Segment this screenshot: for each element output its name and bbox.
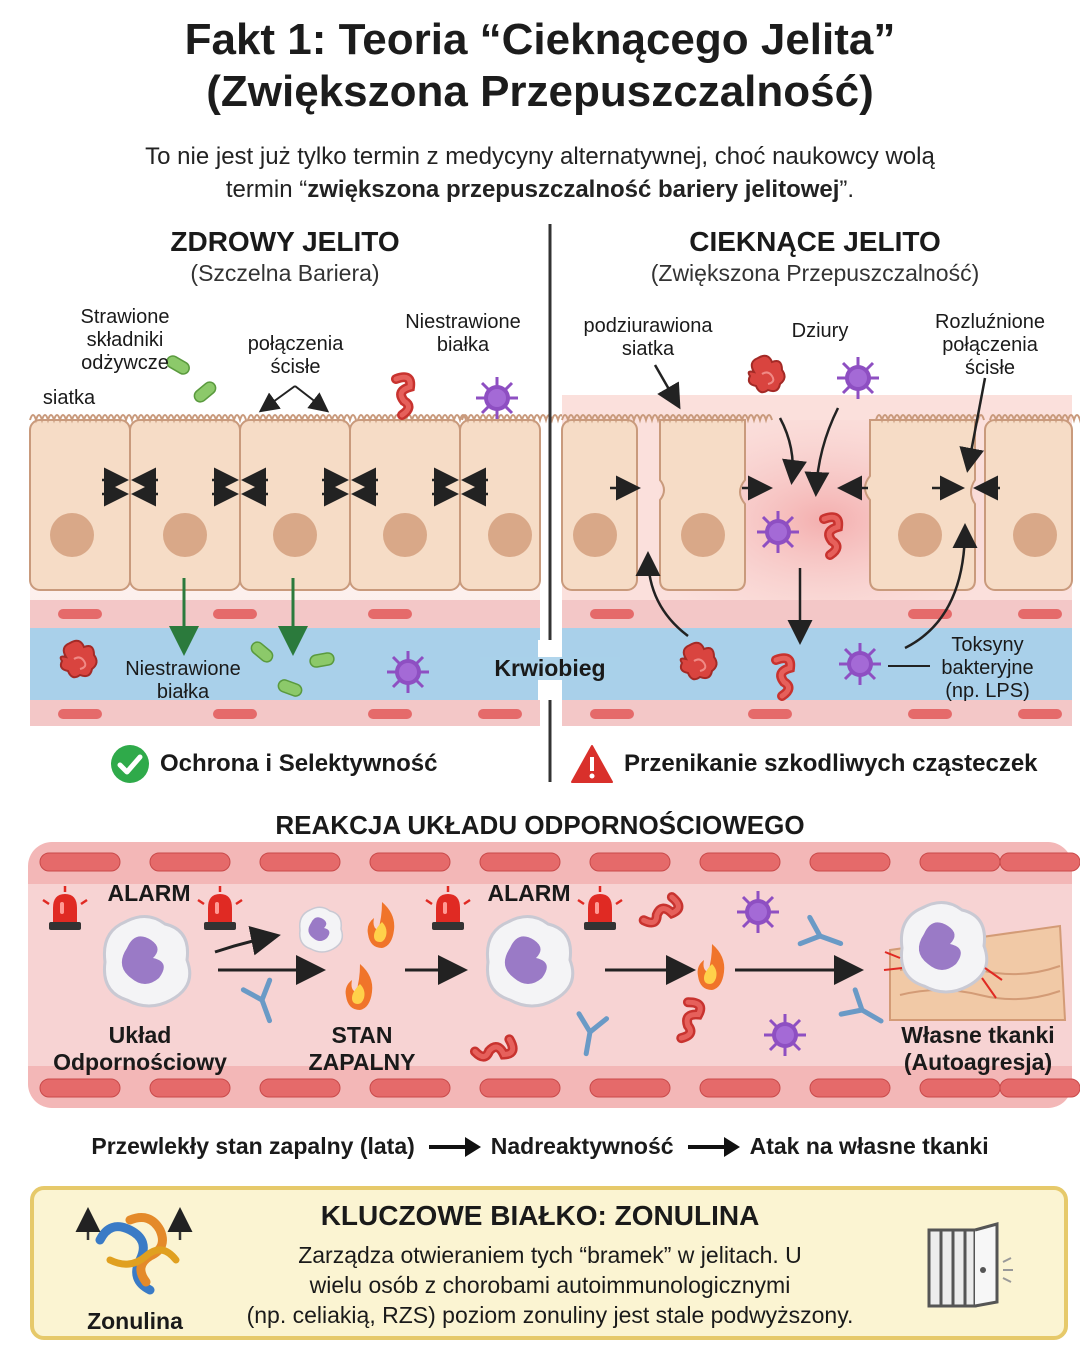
label-nutrients-l3: odżywcze [81,352,169,374]
immune-system-l1: Układ [108,1022,172,1048]
immune-diagram [28,842,1080,1108]
alarm-label-2: ALARM [487,880,571,906]
flow-step-2: Nadreaktywność [490,1133,674,1159]
leaky-panel [561,354,1080,726]
arrow-right-icon [687,1136,740,1157]
warning-icon [571,745,613,783]
healthy-status: Ochrona i Selektywność [110,744,437,784]
label-loose-l2: połączenia [942,334,1038,356]
check-icon [111,745,149,783]
intestine-diagram [29,224,1080,782]
zonulin-icon-label: Zonulina [87,1308,183,1334]
subtitle-line-1: To nie jest już tylko termin z medycyny … [145,143,935,170]
label-toxins-l1: Toksyny [951,634,1024,656]
tissue-l1: Własne tkanki [901,1022,1055,1048]
label-nutrients-l1: Strawione [80,306,170,328]
title-line-1: Fakt 1: Teoria “Cieknącego Jelita” [184,15,896,64]
leaky-subheading: (Zwiększona Przepuszczalność) [650,260,980,286]
zonulin-title: KLUCZOWE BIAŁKO: ZONULINA [320,1200,760,1231]
zonulin-text: Zarządza otwieraniem tych “bramek” w jel… [190,1240,910,1330]
label-perforated-l2: siatka [621,338,675,360]
subtitle-bold: zwiększona przepuszczalność bariery jeli… [307,176,840,203]
gate-icon [927,1222,1013,1308]
label-proteins-l2: białka [436,334,490,356]
label-blood-proteins-l1: Niestrawione [125,658,241,680]
label-loose-l3: ścisłe [964,357,1015,379]
leaky-status-text: Przenikanie szkodliwych cząsteczek [624,750,1038,777]
healthy-cells [29,414,571,591]
label-perforated-mesh: podziurawiona siatka [568,315,728,361]
label-nutrients: Strawione składniki odżywcze [60,306,190,375]
label-loose-junctions: Rozluźnione połączenia ścisłe [915,311,1065,380]
tissue-l2: (Autoagresja) [903,1049,1053,1075]
healthy-panel [29,353,571,726]
label-nutrients-l2: składniki [86,329,164,351]
leaky-heading: CIEKNĄCE JELITO [689,226,941,257]
label-toxins-l2: bakteryjne [941,657,1034,679]
label-blood-proteins: Niestrawione białka [108,658,258,704]
inflammation-label: STAN ZAPALNY [292,1022,432,1076]
subtitle-pre: termin “ [225,176,308,203]
label-proteins: Niestrawione białka [388,311,538,357]
page-title: Fakt 1: Teoria “Cieknącego Jelita” (Zwię… [0,14,1080,118]
consequence-flow: Przewlekły stan zapalny (lata) Nadreakty… [0,1133,1080,1160]
label-junctions-l1: połączenia [247,333,344,355]
subtitle-post: ”. [839,176,855,203]
label-proteins-l1: Niestrawione [405,311,521,333]
arrow-right-icon [428,1136,481,1157]
label-loose-l1: Rozluźnione [934,311,1046,333]
zonulin-text-l2: wielu osób z chorobami autoimmunologiczn… [309,1272,791,1298]
label-mesh: siatka [42,387,96,409]
label-holes: Dziury [791,320,849,342]
label-junctions: połączenia ścisłe [228,333,363,379]
inflammation-l2: ZAPALNY [308,1049,416,1075]
title-line-2: (Zwiększona Przepuszczalność) [206,67,874,116]
immune-system-l2: Odpornościowy [53,1049,227,1075]
healthy-subheading: (Szczelna Bariera) [190,260,380,286]
flow-step-3: Atak na własne tkanki [749,1133,989,1159]
zonulin-text-l1: Zarządza otwieraniem tych “bramek” w jel… [298,1242,802,1268]
inflammation-l1: STAN [331,1022,393,1048]
label-bloodstream: Krwiobieg [480,657,620,680]
zonulin-text-l3: (np. celiakią, RZS) poziom zonuliny jest… [246,1302,854,1328]
immune-title: REAKCJA UKŁADU ODPORNOŚCIOWEGO [275,810,805,840]
label-perforated-l1: podziurawiona [583,315,713,337]
healthy-heading: ZDROWY JELITO [170,226,400,257]
label-junctions-l2: ścisłe [270,356,321,378]
leaky-cells [561,414,1080,591]
tissue-label: Własne tkanki (Autoagresja) [888,1022,1068,1076]
zonulin-protein-icon [75,1207,193,1295]
healthy-heading-block: ZDROWY JELITO (Szczelna Bariera) [25,226,545,288]
leaky-status: Przenikanie szkodliwych cząsteczek [570,744,1038,784]
leaky-heading-block: CIEKNĄCE JELITO (Zwiększona Przepuszczal… [555,226,1075,288]
flow-step-1: Przewlekły stan zapalny (lata) [91,1133,415,1159]
subtitle-line-2: termin “zwiększona przepuszczalność bari… [40,173,1040,206]
immune-system-label: Układ Odpornościowy [40,1022,240,1076]
zonulin-box [30,1186,1068,1340]
label-toxins: Toksyny bakteryjne (np. LPS) [925,634,1050,703]
subtitle: To nie jest już tylko termin z medycyny … [40,140,1040,206]
label-blood-proteins-l2: białka [156,681,210,703]
label-toxins-l3: (np. LPS) [945,680,1030,702]
alarm-label-1: ALARM [107,880,191,906]
healthy-status-text: Ochrona i Selektywność [160,750,438,777]
